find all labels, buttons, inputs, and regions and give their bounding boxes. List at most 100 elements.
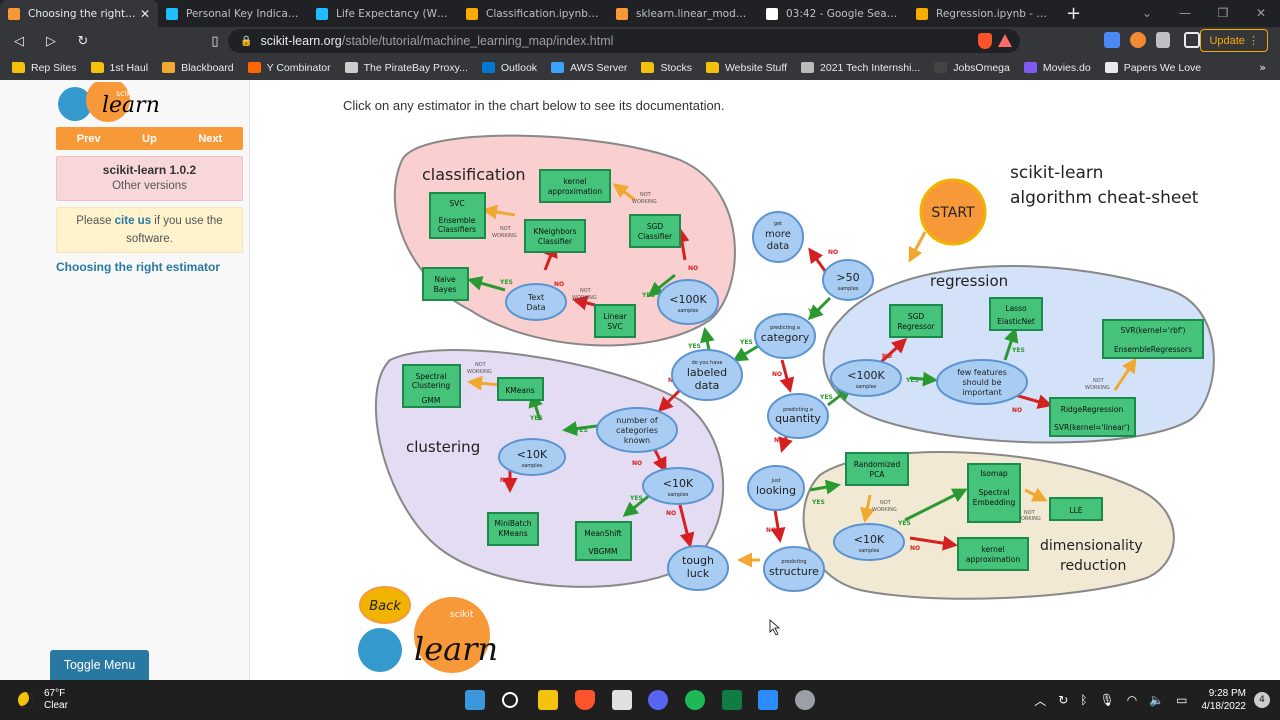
browser-tab[interactable]: Regression.ipynb - Colabor bbox=[908, 0, 1058, 27]
labeled-text-2: labeled bbox=[687, 366, 727, 379]
linear-svc-box[interactable] bbox=[594, 304, 636, 338]
bookmarks-overflow-icon[interactable]: » bbox=[1259, 61, 1266, 74]
bookmark-icon[interactable]: ▯ bbox=[211, 33, 219, 49]
settings-icon[interactable] bbox=[795, 690, 815, 710]
update-button[interactable]: Update ⋮ bbox=[1200, 29, 1268, 52]
browser-tab[interactable]: Personal Key Indicators of I bbox=[158, 0, 308, 27]
sgd-regressor-box[interactable] bbox=[889, 304, 943, 338]
close-icon[interactable]: ✕ bbox=[1255, 6, 1267, 20]
browser-tab[interactable]: Choosing the right esti✕ bbox=[0, 0, 158, 27]
isomap-spectral-box[interactable] bbox=[967, 463, 1021, 523]
battery-icon[interactable]: ▭ bbox=[1176, 693, 1188, 707]
bluetooth-icon[interactable]: ᛒ bbox=[1080, 693, 1088, 707]
tab-title: Classification.ipynb - Colab bbox=[486, 7, 600, 20]
microphone-icon[interactable]: 🎙 bbox=[1099, 693, 1115, 707]
close-tab-icon[interactable]: ✕ bbox=[139, 6, 150, 21]
bookmark-item[interactable]: Blackboard bbox=[162, 62, 234, 74]
prev-link[interactable]: Prev bbox=[76, 132, 101, 145]
kmeans-box[interactable] bbox=[497, 377, 544, 401]
file-explorer-icon[interactable] bbox=[538, 690, 558, 710]
volume-icon[interactable]: 🔈 bbox=[1149, 693, 1165, 707]
reload-icon[interactable]: ↻ bbox=[77, 33, 89, 49]
meanshift-vbgmm-box[interactable] bbox=[575, 521, 632, 561]
bookmark-item[interactable]: 1st Haul bbox=[90, 61, 149, 74]
samples-text: samples bbox=[668, 492, 689, 498]
kernel-approximation-clf-box[interactable] bbox=[539, 169, 611, 203]
chevron-up-icon[interactable]: ︿ bbox=[1034, 693, 1047, 708]
url-text: scikit-learn.org/stable/tutorial/machine… bbox=[260, 34, 613, 48]
lasso-elasticnet-box[interactable] bbox=[989, 297, 1043, 331]
gt50-text: >50 bbox=[836, 271, 859, 284]
notification-badge[interactable]: 4 bbox=[1254, 692, 1270, 708]
bookmark-item[interactable]: Website Stuff bbox=[705, 62, 787, 74]
next-link[interactable]: Next bbox=[198, 132, 223, 145]
kernel-approximation-dr-box[interactable] bbox=[957, 537, 1029, 571]
cite-us-link[interactable]: cite us bbox=[114, 215, 152, 227]
browser-tab[interactable]: sklearn.linear_model.Lasso bbox=[608, 0, 758, 27]
url-domain: scikit-learn.org bbox=[260, 34, 342, 48]
naive-bayes-box[interactable] bbox=[422, 267, 469, 301]
lle-box[interactable] bbox=[1049, 497, 1103, 521]
bookmark-item[interactable]: Rep Sites bbox=[12, 62, 77, 74]
spotify-icon[interactable] bbox=[685, 690, 705, 710]
tab-favicon-icon bbox=[916, 7, 928, 20]
scikit-learn-logo[interactable]: scikit learn bbox=[58, 82, 173, 124]
chevron-down-icon[interactable]: ⌄ bbox=[1141, 6, 1153, 20]
address-bar[interactable]: 🔒 scikit-learn.org/stable/tutorial/machi… bbox=[228, 29, 1020, 53]
other-versions-link[interactable]: Other versions bbox=[112, 180, 187, 192]
forward-icon[interactable]: ▷ bbox=[46, 33, 56, 49]
spectral-gmm-box[interactable] bbox=[402, 364, 461, 408]
browser-tab[interactable]: Classification.ipynb - Colab bbox=[458, 0, 608, 27]
honey-extension-icon[interactable] bbox=[1130, 32, 1146, 48]
zoom-icon[interactable] bbox=[758, 690, 778, 710]
bookmark-item[interactable]: 2021 Tech Internshi... bbox=[801, 62, 920, 74]
brave-browser-icon[interactable] bbox=[575, 690, 595, 710]
weather-widget[interactable]: 67°F Clear bbox=[18, 688, 68, 712]
start-menu-icon[interactable] bbox=[465, 690, 485, 710]
bookmark-item[interactable]: AWS Server bbox=[551, 62, 627, 74]
edge-start-gt50 bbox=[908, 231, 927, 263]
label-no: NO bbox=[500, 477, 510, 484]
ridge-svr-linear-box[interactable] bbox=[1049, 397, 1136, 437]
back-button[interactable] bbox=[359, 586, 411, 624]
svc-ensemble-box[interactable] bbox=[429, 192, 486, 239]
bookmark-item[interactable]: Y Combinator bbox=[247, 62, 331, 74]
sgd-classifier-box[interactable] bbox=[629, 214, 681, 248]
svr-ensemble-reg-box[interactable] bbox=[1102, 319, 1204, 359]
new-tab-icon[interactable]: + bbox=[1066, 3, 1082, 24]
kneighbors-box[interactable] bbox=[524, 219, 586, 253]
randomized-pca-box[interactable] bbox=[845, 452, 909, 486]
wallet-icon[interactable] bbox=[1184, 32, 1200, 48]
bookmark-item[interactable]: Papers We Love bbox=[1104, 62, 1201, 74]
minimize-icon[interactable]: — bbox=[1179, 6, 1191, 20]
toggle-menu-button[interactable]: Toggle Menu bbox=[50, 650, 149, 680]
kernel-approx-dr-text-1: kernel bbox=[981, 545, 1004, 554]
back-icon[interactable]: ◁ bbox=[14, 33, 24, 49]
clock[interactable]: 9:28 PM 4/18/2022 bbox=[1202, 687, 1247, 713]
wifi-icon[interactable]: ◠ bbox=[1126, 693, 1138, 707]
current-page-link[interactable]: Choosing the right estimator bbox=[56, 260, 221, 274]
browser-tab[interactable]: 03:42 - Google Search bbox=[758, 0, 908, 27]
search-icon[interactable] bbox=[502, 692, 518, 708]
store-icon[interactable] bbox=[612, 690, 632, 710]
bookmark-item[interactable]: JobsOmega bbox=[934, 62, 1010, 74]
brave-rewards-icon[interactable] bbox=[998, 34, 1012, 47]
excel-icon[interactable] bbox=[722, 690, 742, 710]
label-yes: YES bbox=[897, 520, 911, 527]
translate-extension-icon[interactable] bbox=[1104, 32, 1120, 48]
up-link[interactable]: Up bbox=[142, 132, 157, 145]
bookmark-item[interactable]: The PirateBay Proxy... bbox=[344, 62, 468, 74]
moon-icon bbox=[18, 692, 34, 708]
bookmark-item[interactable]: Outlook bbox=[481, 62, 537, 74]
restore-icon[interactable]: ❐ bbox=[1217, 6, 1229, 20]
brave-shields-icon[interactable] bbox=[978, 33, 992, 49]
browser-tab[interactable]: Life Expectancy (WHO) | Ka bbox=[308, 0, 458, 27]
extensions-icon[interactable] bbox=[1156, 32, 1170, 48]
bookmark-item[interactable]: Movies.do bbox=[1023, 62, 1091, 74]
discord-icon[interactable] bbox=[648, 690, 668, 710]
bookmark-label: 1st Haul bbox=[109, 61, 149, 74]
minibatch-kmeans-box[interactable] bbox=[487, 512, 539, 546]
sync-icon[interactable]: ↻ bbox=[1058, 693, 1069, 707]
bookmark-label: Rep Sites bbox=[31, 61, 77, 74]
bookmark-item[interactable]: Stocks bbox=[641, 62, 692, 74]
